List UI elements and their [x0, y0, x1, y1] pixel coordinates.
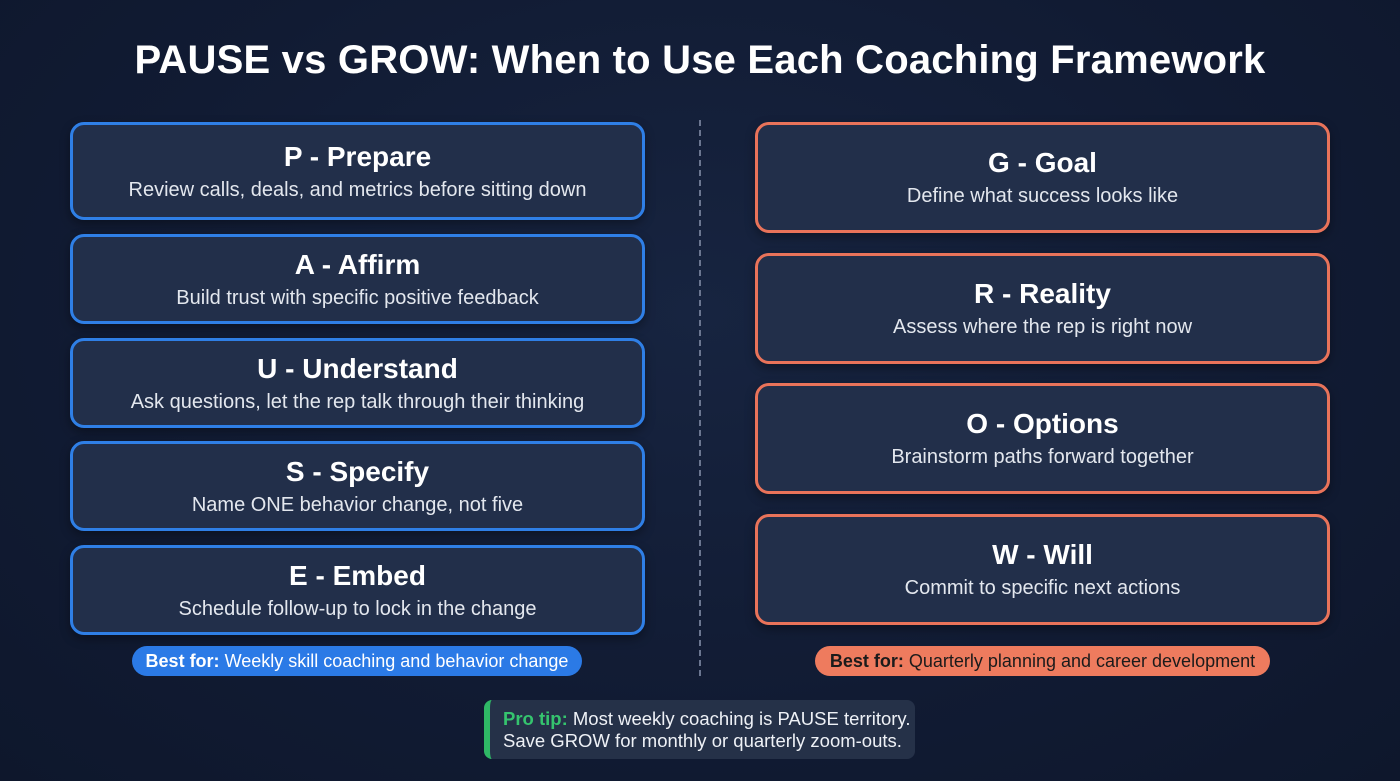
step-description: Name ONE behavior change, not five	[191, 493, 524, 516]
pause-step-embed: E - Embed Schedule follow-up to lock in …	[70, 545, 645, 635]
pro-tip-line2: Save GROW for monthly or quarterly zoom-…	[503, 730, 902, 751]
pro-tip-callout: Pro tip: Most weekly coaching is PAUSE t…	[484, 700, 915, 759]
step-description: Review calls, deals, and metrics before …	[128, 178, 587, 201]
step-description: Assess where the rep is right now	[892, 316, 1193, 338]
grow-step-goal: G - Goal Define what success looks like	[755, 122, 1330, 233]
grow-step-reality: R - Reality Assess where the rep is righ…	[755, 253, 1330, 364]
pause-best-for-badge: Best for: Weekly skill coaching and beha…	[132, 646, 582, 676]
pause-step-understand: U - Understand Ask questions, let the re…	[70, 338, 645, 428]
step-description: Define what success looks like	[906, 185, 1179, 207]
step-description: Commit to specific next actions	[904, 577, 1181, 599]
pro-tip-label: Pro tip:	[503, 708, 568, 729]
step-heading: G - Goal	[988, 147, 1097, 178]
best-for-text: Quarterly planning and career developmen…	[908, 650, 1256, 671]
grow-best-for-badge: Best for: Quarterly planning and career …	[815, 646, 1270, 676]
grow-step-will: W - Will Commit to specific next actions	[755, 514, 1330, 625]
step-heading: P - Prepare	[283, 140, 432, 172]
grow-step-options: O - Options Brainstorm paths forward tog…	[755, 383, 1330, 494]
pause-step-specify: S - Specify Name ONE behavior change, no…	[70, 441, 645, 531]
step-description: Schedule follow-up to lock in the change	[178, 597, 537, 620]
best-for-label: Best for:	[829, 650, 904, 671]
step-description: Ask questions, let the rep talk through …	[130, 390, 585, 413]
step-heading: U - Understand	[257, 352, 458, 384]
step-heading: A - Affirm	[294, 248, 421, 280]
step-heading: E - Embed	[289, 559, 426, 591]
step-heading: O - Options	[966, 408, 1119, 439]
pause-step-affirm: A - Affirm Build trust with specific pos…	[70, 234, 645, 324]
page-title: PAUSE vs GROW: When to Use Each Coaching…	[134, 38, 1266, 82]
step-heading: W - Will	[992, 539, 1093, 570]
step-description: Brainstorm paths forward together	[891, 446, 1194, 468]
pause-step-prepare: P - Prepare Review calls, deals, and met…	[70, 122, 645, 220]
column-divider	[699, 120, 701, 676]
step-description: Build trust with specific positive feedb…	[176, 286, 539, 309]
pro-tip-line1: Most weekly coaching is PAUSE territory.	[572, 708, 911, 729]
step-heading: R - Reality	[974, 278, 1111, 309]
best-for-label: Best for:	[145, 650, 220, 671]
best-for-text: Weekly skill coaching and behavior chang…	[224, 650, 569, 671]
step-heading: S - Specify	[285, 455, 430, 487]
